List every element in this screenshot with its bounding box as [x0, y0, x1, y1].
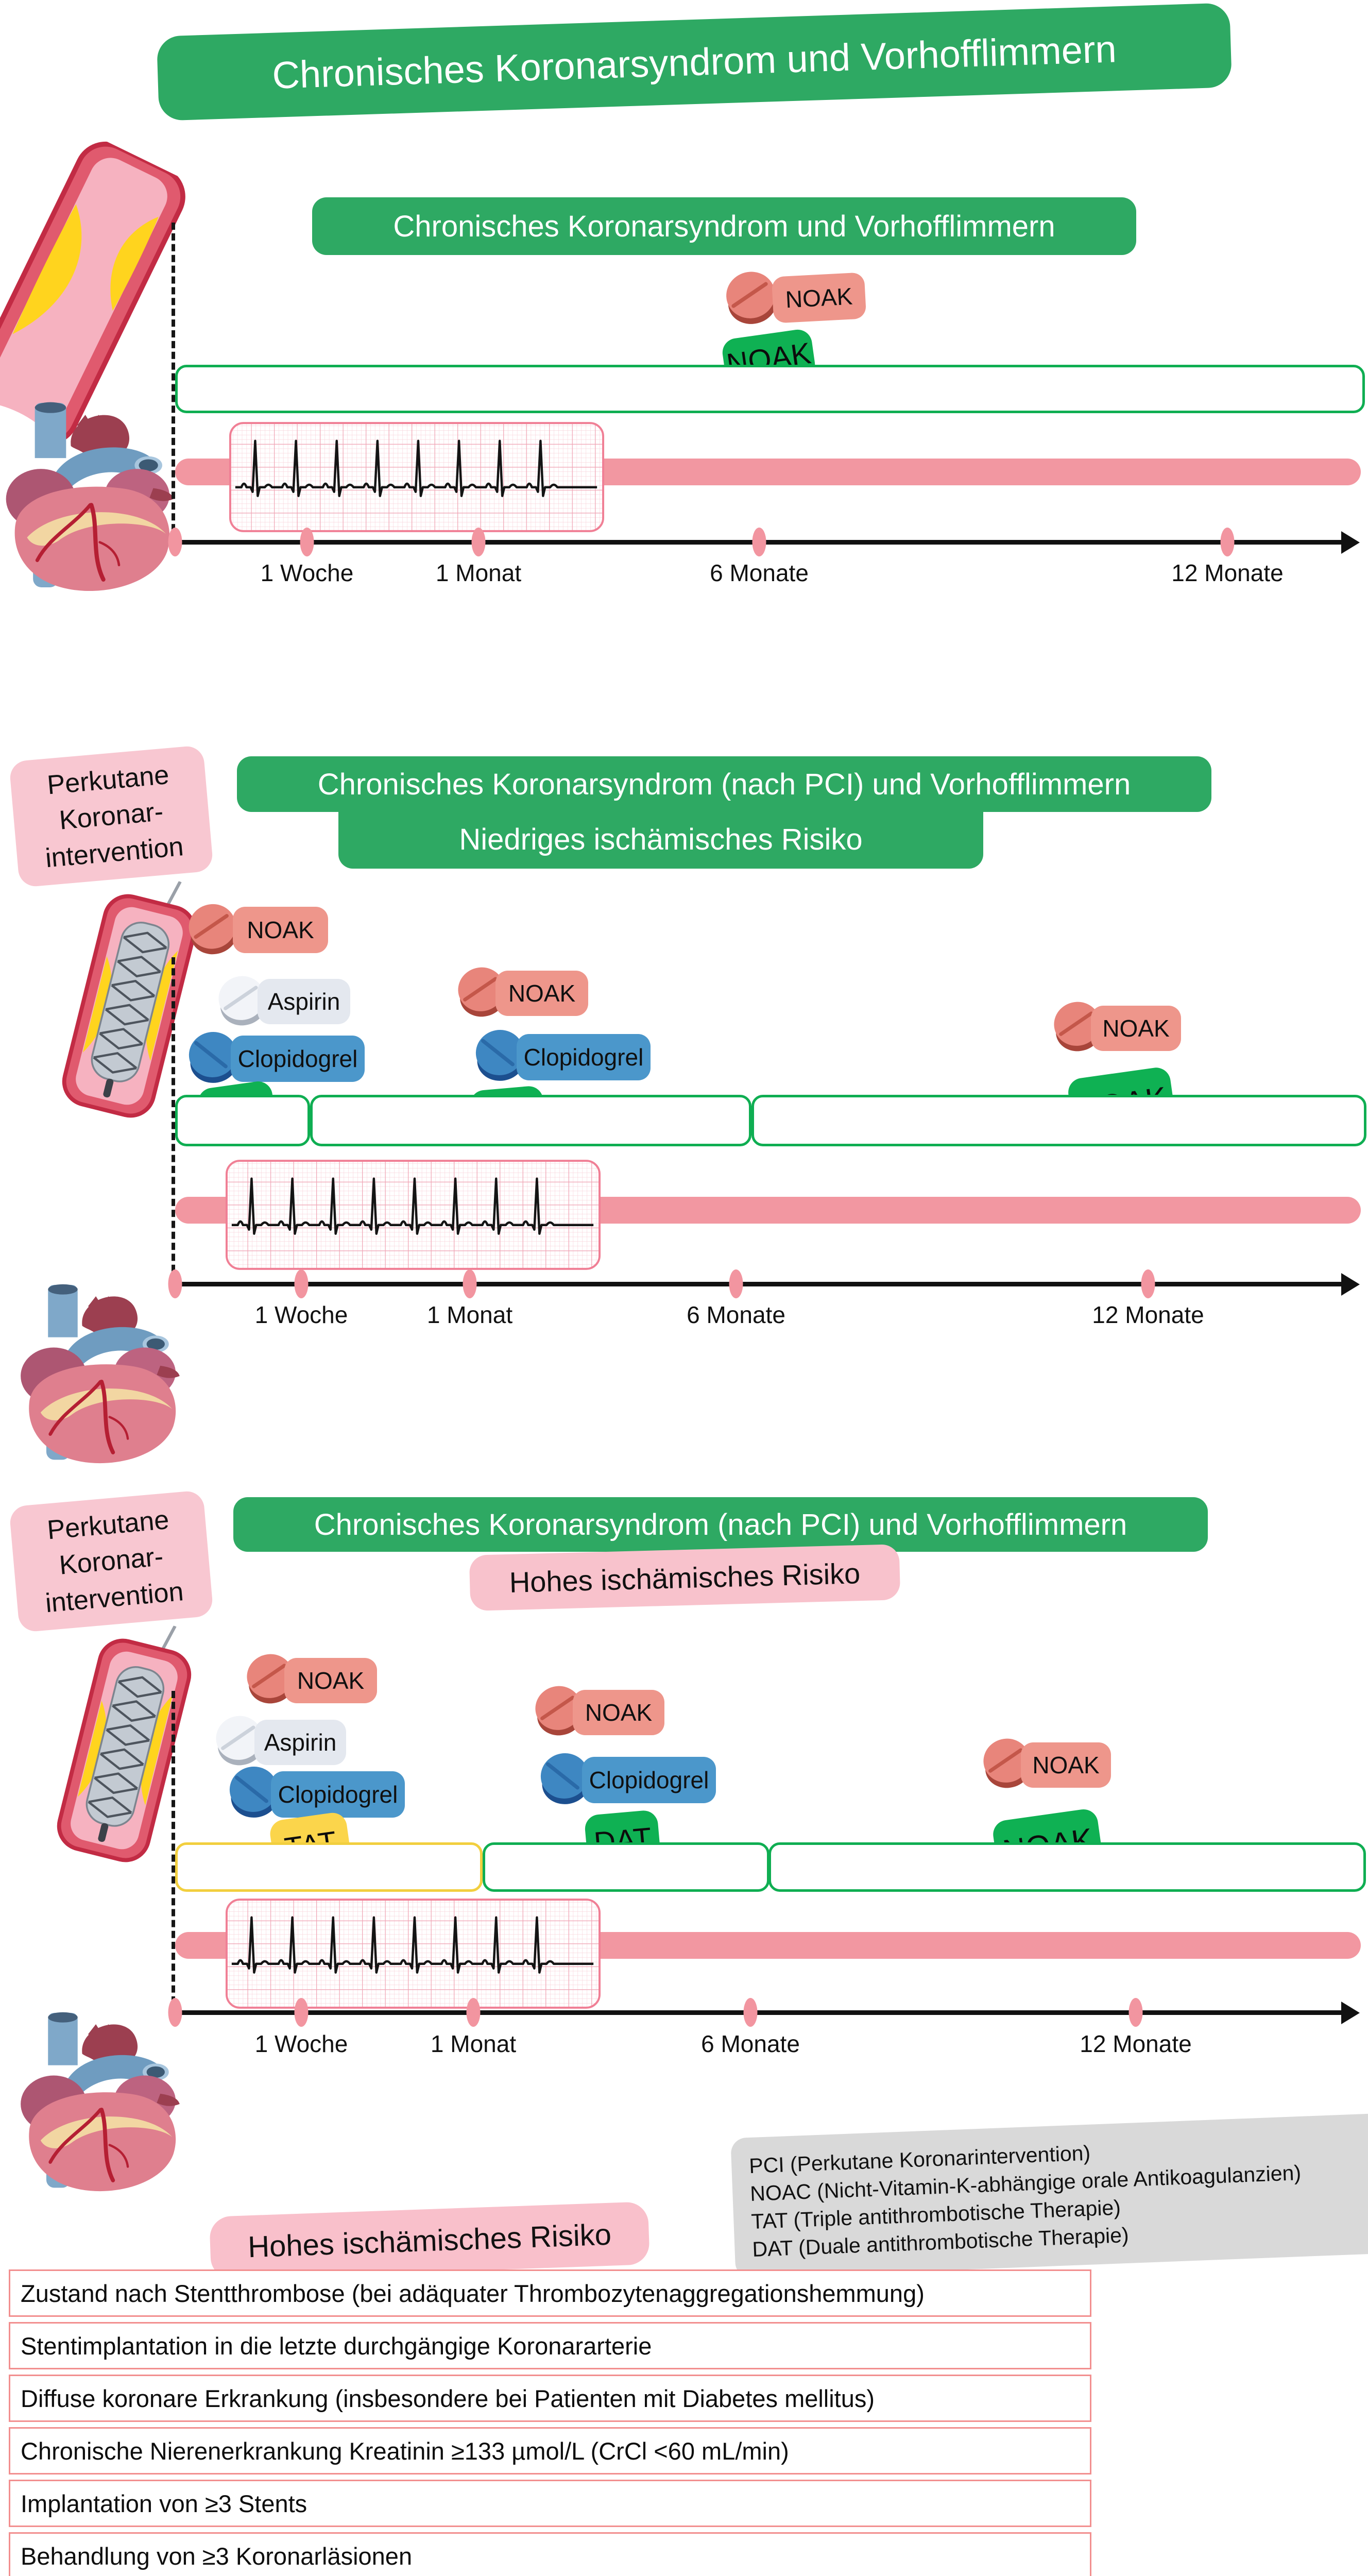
therapy-period-box-dat	[483, 1842, 770, 1892]
noak-pill-label: NOAK	[771, 272, 867, 324]
noak-pill-label: NOAK	[284, 1658, 377, 1703]
heart-illustration	[8, 2008, 193, 2196]
timeline-tick-start	[168, 1998, 182, 2027]
timeline-tick-1month	[466, 1998, 481, 2027]
timeline-tick-12months	[1128, 1998, 1143, 2027]
table-row: Implantation von ≥3 Stents	[9, 2480, 1091, 2527]
noak-pill-label: NOAK	[573, 1690, 664, 1735]
ecg-strip	[225, 1897, 602, 2010]
clopidogrel-pill-label: Clopidogrel	[231, 1036, 365, 1082]
timeline-label-1month: 1 Monat	[435, 560, 522, 586]
therapy-period-box-noak	[751, 1095, 1366, 1146]
timeline-tick-1week	[294, 1998, 309, 2027]
timeline-tick-1month	[463, 1269, 477, 1298]
therapy-period-box	[175, 365, 1365, 413]
timeline-tick-12months	[1220, 528, 1235, 556]
table-row: Zustand nach Stentthrombose (bei adäquat…	[9, 2269, 1091, 2317]
timeline-start-dashed-line	[172, 1691, 175, 2014]
section3-header: Chronisches Koronarsyndrom (nach PCI) un…	[233, 1497, 1208, 1552]
timeline-label-12months: 12 Monate	[1171, 560, 1284, 586]
table-row: Diffuse koronare Erkrankung (insbesonder…	[9, 2375, 1091, 2422]
main-title: Chronisches Koronarsyndrom und Vorhoffli…	[156, 3, 1233, 121]
noak-pill-label: NOAK	[1091, 1006, 1181, 1051]
timeline-tick-start	[168, 528, 182, 556]
heart-illustration	[0, 397, 180, 598]
high-ischemic-risk-table: Zustand nach Stentthrombose (bei adäquat…	[9, 2269, 1091, 2576]
timeline-start-dashed-line	[172, 957, 175, 1283]
timeline-start-dashed-line	[172, 223, 175, 542]
timeline-label-6months: 6 Monate	[701, 2030, 800, 2057]
table-row: Stentimplantation in die letzte durchgän…	[9, 2322, 1091, 2369]
risk-table-title: Hohes ischämisches Risiko	[209, 2201, 650, 2280]
therapy-period-box-tat	[175, 1095, 310, 1146]
timeline-axis	[175, 2010, 1344, 2015]
abbreviation-legend: PCI (Perkutane Koronarintervention) NOAC…	[730, 2113, 1368, 2279]
timeline-axis	[175, 1282, 1344, 1286]
table-row: Behandlung von ≥3 Koronarläsionen	[9, 2532, 1091, 2576]
noak-pill-label: NOAK	[495, 971, 588, 1016]
timeline-tick-1month	[471, 528, 486, 556]
clopidogrel-pill-label: Clopidogrel	[271, 1771, 405, 1818]
timeline-label-12months: 12 Monate	[1080, 2030, 1192, 2057]
therapy-period-box-dat	[310, 1095, 751, 1146]
stent-artery-illustration	[33, 1606, 219, 1882]
section2-header: Chronisches Koronarsyndrom (nach PCI) un…	[237, 756, 1211, 812]
timeline-tick-6months	[743, 1998, 758, 2027]
therapy-period-box-noak	[768, 1842, 1366, 1892]
therapy-period-box-tat	[175, 1842, 483, 1892]
aspirin-pill-label: Aspirin	[254, 1720, 346, 1765]
ecg-strip	[228, 420, 605, 534]
timeline-label-1month: 1 Monat	[430, 2030, 517, 2057]
timeline-label-6months: 6 Monate	[710, 560, 809, 586]
timeline-tick-12months	[1141, 1269, 1155, 1298]
timeline-tick-1week	[294, 1269, 309, 1298]
aspirin-pill-label: Aspirin	[258, 979, 350, 1024]
ecg-strip	[225, 1158, 602, 1272]
timeline-tick-6months	[729, 1269, 743, 1298]
timeline-tick-6months	[752, 528, 766, 556]
clopidogrel-pill-label: Clopidogrel	[517, 1034, 651, 1080]
section3-subheader: Hohes ischämisches Risiko	[469, 1544, 901, 1611]
clopidogrel-pill-label: Clopidogrel	[582, 1757, 716, 1803]
timeline-label-1week: 1 Woche	[260, 560, 354, 586]
timeline-label-1week: 1 Woche	[254, 1301, 348, 1328]
noak-pill-label: NOAK	[1021, 1742, 1111, 1788]
timeline-tick-1week	[300, 528, 314, 556]
timeline-tick-start	[168, 1269, 182, 1298]
table-row: Chronische Nierenerkrankung Kreatinin ≥1…	[9, 2427, 1091, 2475]
noak-pill-label: NOAK	[233, 907, 328, 953]
timeline-label-6months: 6 Monate	[687, 1301, 785, 1328]
timeline-label-1month: 1 Monat	[426, 1301, 513, 1328]
section2-subheader: Niedriges ischämisches Risiko	[338, 810, 983, 869]
heart-illustration	[8, 1280, 193, 1468]
timeline-label-12months: 12 Monate	[1092, 1301, 1204, 1328]
section1-header: Chronisches Koronarsyndrom und Vorhoffli…	[312, 197, 1136, 255]
timeline-label-1week: 1 Woche	[254, 2030, 348, 2057]
